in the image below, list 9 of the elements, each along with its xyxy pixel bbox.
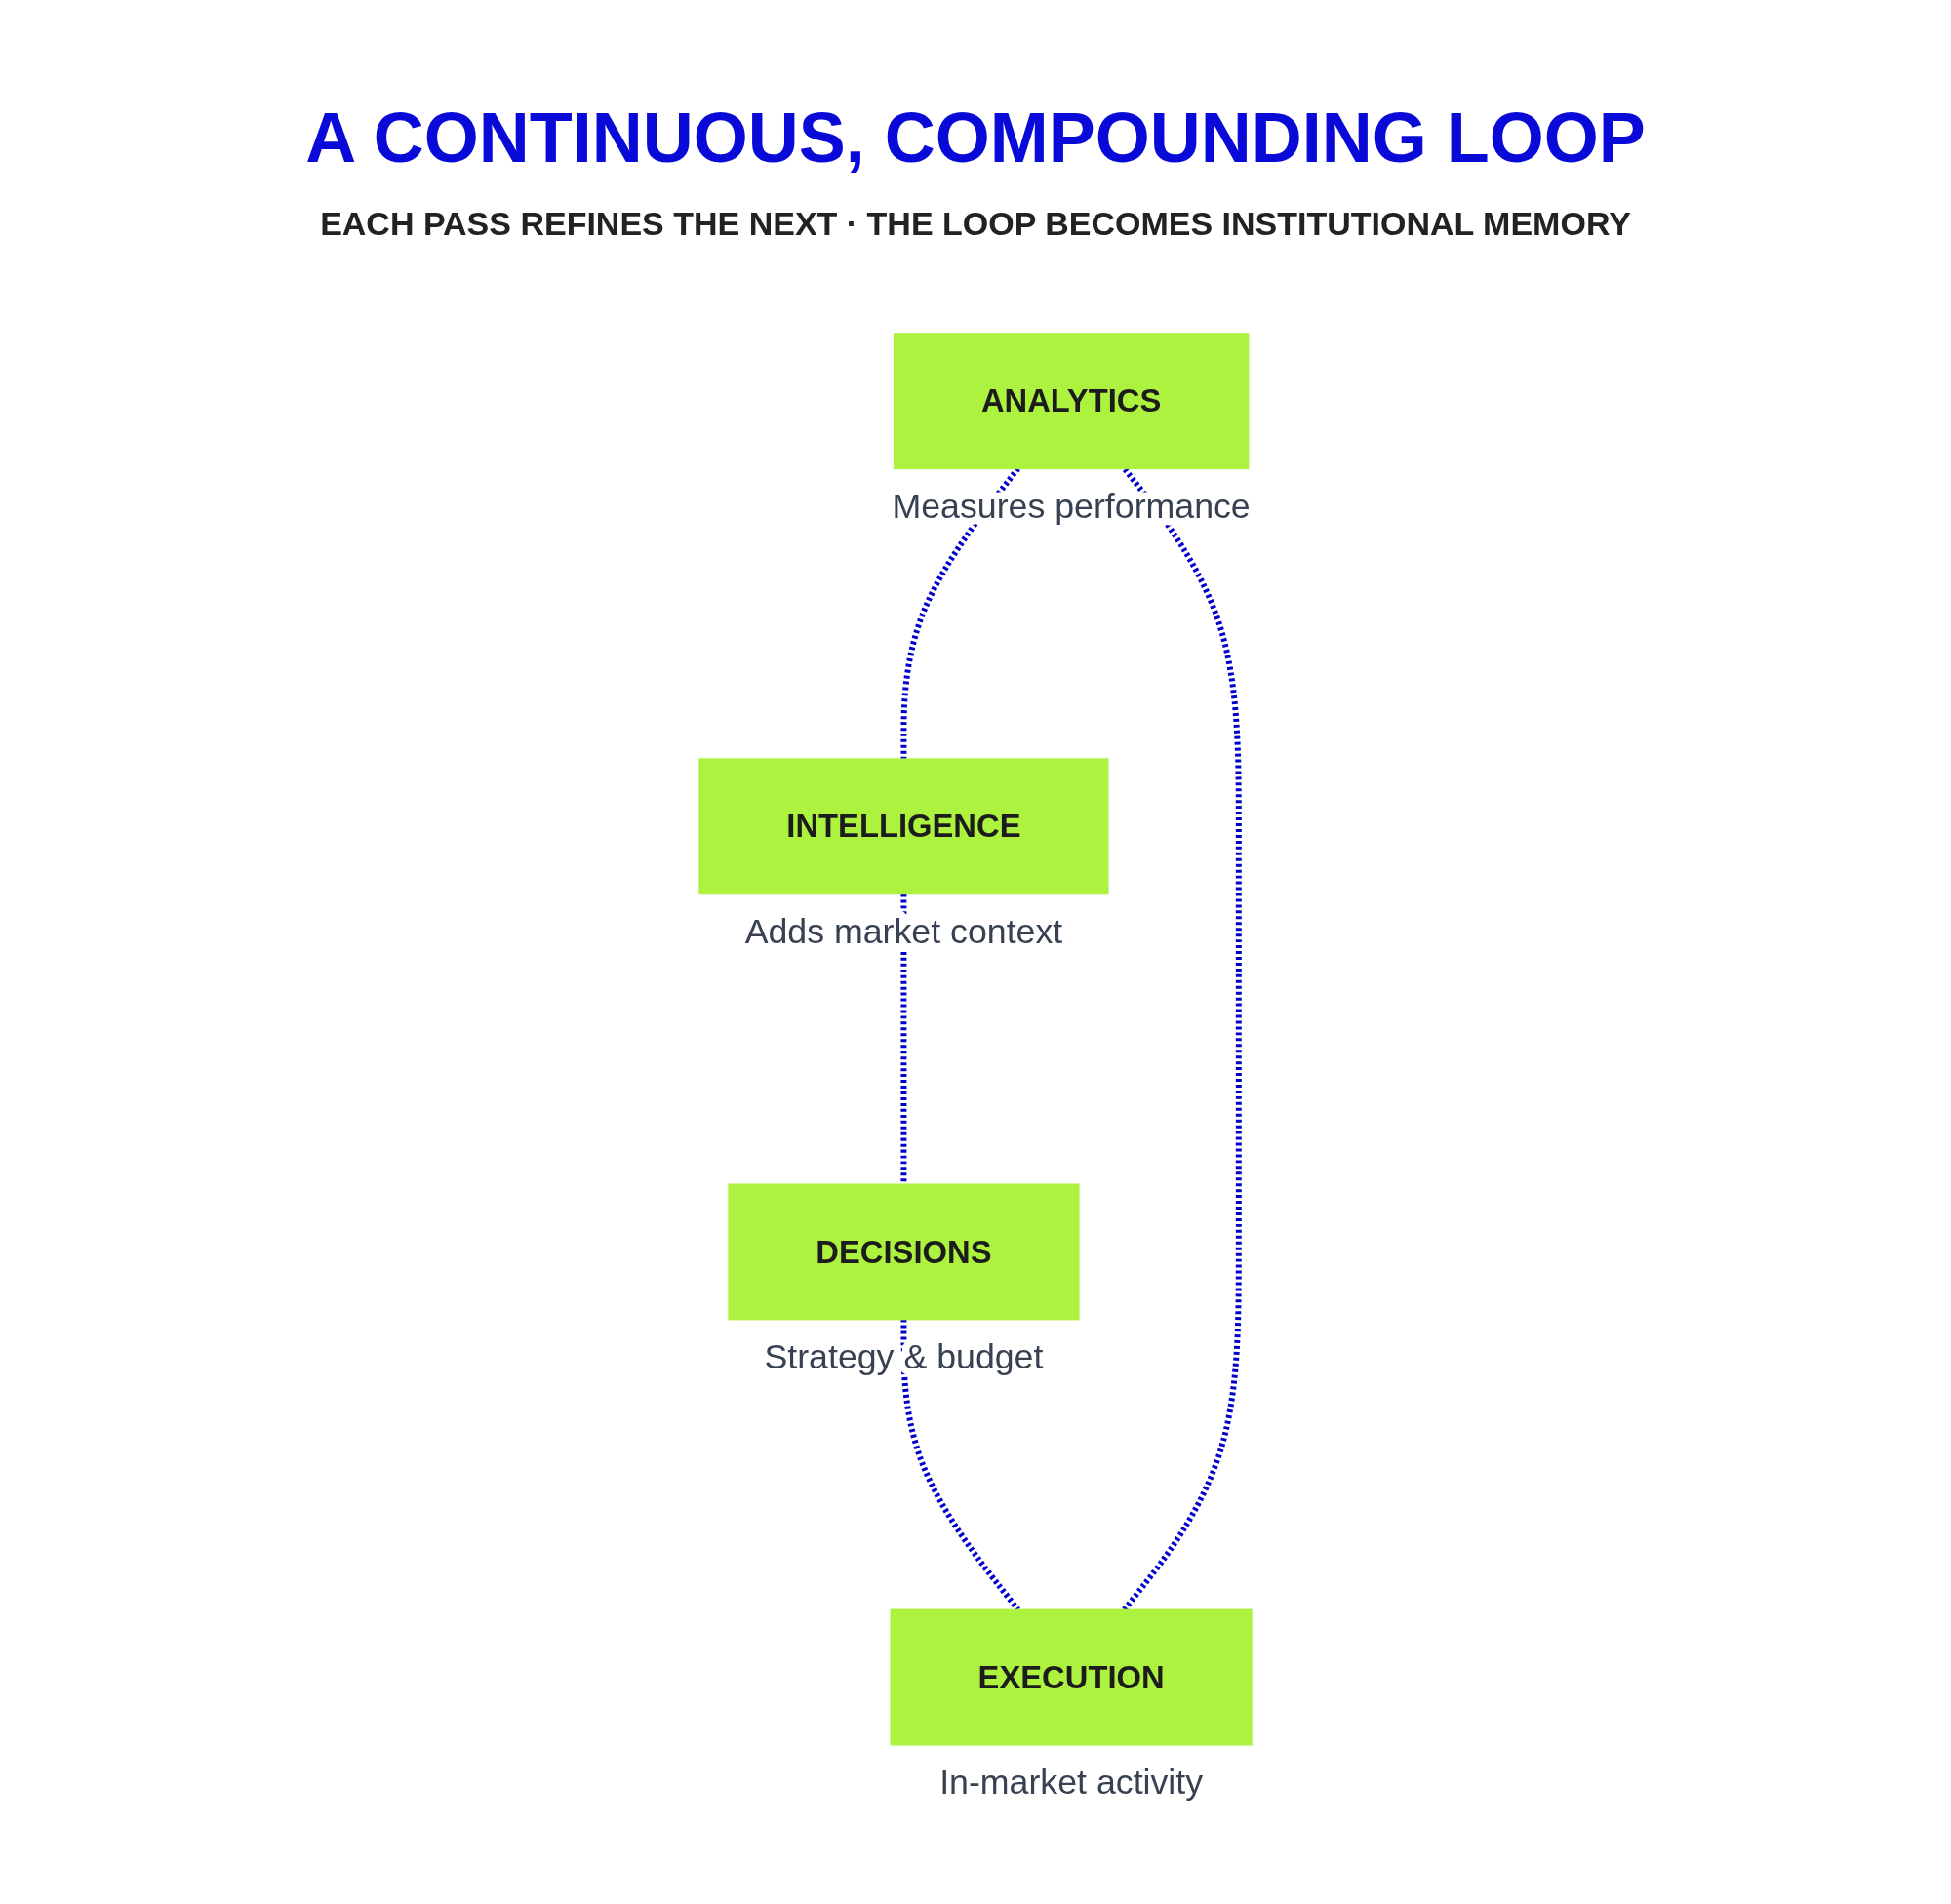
subtitle: EACH PASS REFINES THE NEXT · THE LOOP BECOMES INSTITUTIONAL MEMORY xyxy=(320,205,1631,243)
node-caption: In-market activity xyxy=(939,1763,1204,1803)
node-box: DECISIONS xyxy=(728,1183,1080,1321)
node-caption: Strategy & budget xyxy=(764,1337,1044,1377)
title: A CONTINUOUS, COMPOUNDING LOOP xyxy=(304,98,1647,178)
node-caption: Adds market context xyxy=(744,912,1063,952)
node-box: INTELLIGENCE xyxy=(698,758,1109,895)
node-box: EXECUTION xyxy=(890,1608,1253,1746)
node-box: ANALYTICS xyxy=(893,333,1250,470)
